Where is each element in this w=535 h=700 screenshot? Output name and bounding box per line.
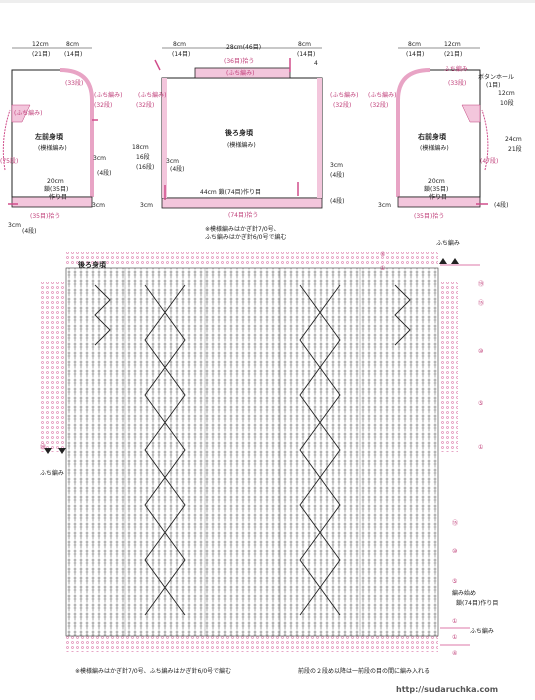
lf-pattern: (模様編み) [38, 145, 67, 152]
lf-edge2: (32段) [94, 102, 113, 109]
chart-title: 後ろ身頃 [78, 261, 106, 269]
back-bottom-edge: (74目)拾う [228, 212, 259, 219]
chart-cast-on2: 鎖(74目)作り目 [456, 600, 499, 607]
row-num: ⑮ [478, 300, 485, 307]
rf-h2: 10段 [500, 100, 514, 107]
back-len1: 3cm [166, 158, 179, 165]
back-title: 後ろ身頃 [225, 129, 253, 137]
back-top-edge2: (ふち編み) [226, 70, 255, 77]
back-side-sts-l: (32段) [136, 102, 155, 109]
rf-total2: 21段 [508, 146, 522, 153]
row-num: ① [452, 618, 458, 625]
row-num: ④ [380, 251, 386, 258]
rf-edge-l: (ふち編み) [368, 92, 397, 99]
back-top-edge: (36目)拾う [224, 58, 255, 65]
rf-top-w2: 12cm [444, 41, 461, 48]
rf-bottom-cast: 作り目 [429, 194, 448, 201]
lf-top-w2: 8cm [66, 41, 79, 48]
lf-bottom-edge: (35目)拾う [30, 213, 61, 220]
row-num: ① [452, 634, 458, 641]
lf-top-w2b: (14目) [64, 51, 83, 58]
rf-len1: 3cm [378, 202, 391, 209]
rf-pattern: (模様編み) [420, 145, 449, 152]
lf-bottom-sts: 鎖(35目) [44, 186, 69, 193]
back-top-left-b: (14目) [172, 51, 191, 58]
rf-bottom-sts: 鎖(35目) [424, 186, 449, 193]
rf-bottom-w: 20cm [428, 178, 445, 185]
row-num: ⑤ [478, 400, 484, 407]
lf-len1b: (4段) [97, 170, 112, 177]
row-num: ① [478, 444, 484, 451]
back-len2b: (4段) [330, 172, 345, 179]
lf-top-w1: 12cm [32, 41, 49, 48]
rf-edge1: ふち編み [444, 66, 468, 73]
back-len4b: (4段) [330, 198, 345, 205]
chart-edge-right: ふち編み [470, 628, 494, 635]
row-num: ⑤ [452, 578, 458, 585]
rf-title: 右前身頃 [418, 133, 446, 141]
back-side-edge: (ふち編み) [330, 92, 359, 99]
chart-edge-top: ふち編み [436, 240, 460, 247]
lf-title: 左前身頃 [35, 133, 63, 141]
lf-len2: 3cm [92, 202, 105, 209]
rf-button-n: (1目) [486, 82, 501, 89]
rf-neck: (33段) [448, 80, 467, 87]
row-num: ④ [452, 650, 458, 657]
chart-footnote: ※模様編みはかぎ針7/0号、ふち編みはかぎ針6/0号で編む [75, 668, 232, 675]
back-bottom-w: 44cm 鎖(74目)作り目 [200, 189, 262, 196]
rf-button: ボタンホール [478, 74, 515, 81]
page-top-strip [0, 0, 535, 3]
back-side-sts: (32段) [333, 102, 352, 109]
left-front-schematic [2, 47, 98, 208]
rf-side-h: (47段) [480, 158, 499, 165]
back-top-right: 8cm [298, 41, 311, 48]
note-1: ※模様編みはかぎ針7/0号、 [205, 226, 280, 233]
lf-edge1: (ふち編み) [94, 92, 123, 99]
lf-bottom-w: 20cm [47, 178, 64, 185]
rf-h1: 12cm [498, 90, 515, 97]
right-front-schematic [396, 47, 489, 208]
row-num: ⑩ [478, 348, 484, 355]
chart-legend: 前段の２段め以降は一前段の目の間に編み入れる [298, 668, 431, 675]
back-h3: (16段) [136, 164, 155, 171]
back-pattern: (模様編み) [227, 142, 256, 149]
back-len3: 4 [314, 60, 318, 67]
row-num: ① [380, 265, 386, 272]
back-len4: 3cm [140, 202, 153, 209]
back-top-mid: 28cm(46目) [226, 44, 262, 51]
lf-len2b: (4段) [22, 228, 37, 235]
back-side-edge-l: (ふち編み) [138, 92, 167, 99]
row-num: ⑲ [40, 444, 47, 451]
rf-edge-l2: (32段) [370, 102, 389, 109]
rf-top-w2b: (21目) [444, 51, 463, 58]
rf-len1b: (4段) [494, 202, 509, 209]
lf-edge-tag: (ふち編み) [14, 110, 43, 117]
back-len2: 3cm [330, 162, 343, 169]
rf-bottom-edge: (35目)拾う [414, 213, 445, 220]
back-schematic [154, 47, 323, 209]
back-top-left: 8cm [173, 41, 186, 48]
back-top-right-b: (14目) [297, 51, 316, 58]
rf-top-w1b: (14目) [406, 51, 425, 58]
back-h2: 16段 [136, 154, 150, 161]
chart-cast-on: 編み始め [452, 590, 477, 597]
rf-top-w1: 8cm [408, 41, 421, 48]
lf-neck: (33段) [65, 80, 84, 87]
chart-edge-left: ふち編み [40, 470, 64, 477]
row-num: ⑲ [478, 281, 485, 288]
back-h1: 18cm [132, 144, 149, 151]
lf-len3: 3cm [8, 222, 21, 229]
lf-side-h: (75段) [0, 158, 19, 165]
lf-bottom-cast: 作り目 [49, 194, 68, 201]
back-len1b: (4段) [170, 166, 185, 173]
lf-len1: 3cm [93, 155, 106, 162]
rf-total: 24cm [505, 136, 522, 143]
note-2: ふち編みはかぎ針6/0号で編む [205, 234, 287, 241]
watermark: http://sudaruchka.com [396, 685, 499, 694]
lf-top-w1b: (21目) [32, 51, 51, 58]
row-num: ⑮ [452, 520, 459, 527]
row-num: ⑩ [452, 548, 458, 555]
